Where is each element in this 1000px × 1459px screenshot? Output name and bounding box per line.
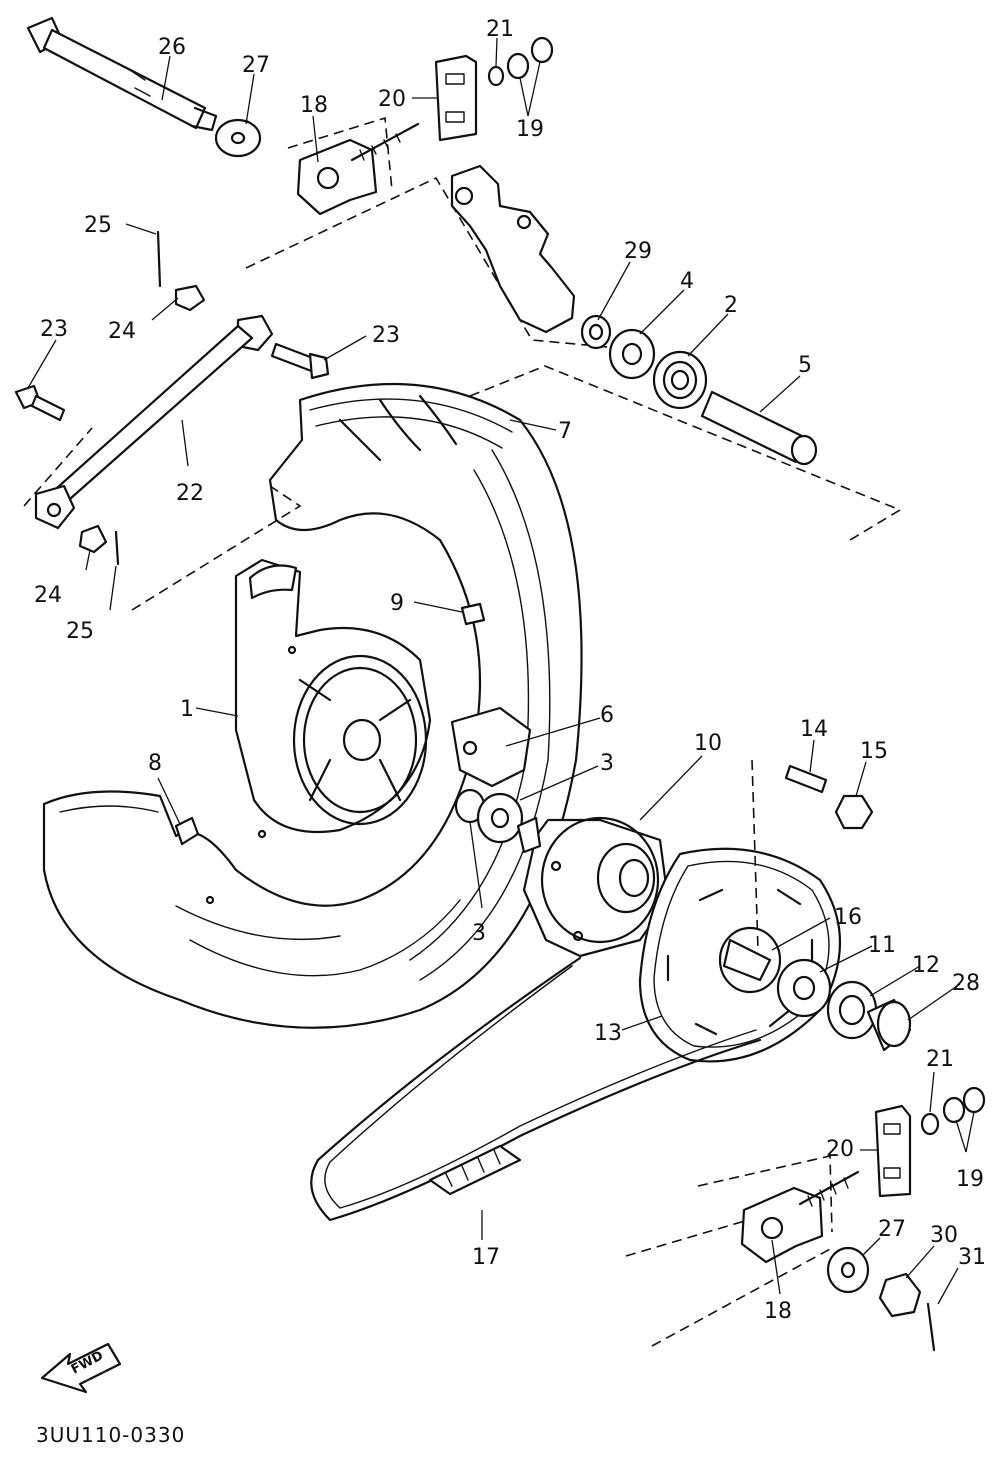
- callout-28: 28: [952, 971, 980, 996]
- axle-part: [26, 16, 218, 132]
- callout-3: 3: [600, 751, 614, 776]
- callout-14: 14: [800, 717, 828, 742]
- spacer-part-5: [700, 390, 818, 466]
- washer-part-27: [214, 118, 262, 158]
- callout-2: 2: [724, 293, 738, 318]
- wheel-hub: [205, 558, 432, 905]
- callout-25: 25: [84, 213, 112, 238]
- callout-6: 6: [600, 703, 614, 728]
- callout-4: 4: [680, 269, 694, 294]
- bearing-part-11: [776, 958, 832, 1018]
- callout-30: 30: [930, 1223, 958, 1248]
- balancer-part-9: [460, 602, 486, 626]
- callout-16: 16: [834, 905, 862, 930]
- callout-1: 1: [180, 697, 194, 722]
- leader-lines: [27, 37, 975, 1305]
- dash-line-spacer: [469, 365, 902, 541]
- callout-labels: 26 27 18 20 21 19 25 24 23 23 29 4 2 5 7…: [34, 17, 986, 1324]
- sprocket-part-13: [638, 847, 841, 1063]
- callout-27: 27: [242, 53, 270, 78]
- forward-arrow-icon: FWD: [40, 1342, 122, 1394]
- washer-part-27-lower: [826, 1246, 870, 1294]
- callout-23: 23: [40, 317, 68, 342]
- bearing-part-2: [652, 350, 708, 410]
- callout-17: 17: [472, 1245, 500, 1270]
- callout-18: 18: [300, 93, 328, 118]
- plate-part-20-lower: [874, 1104, 912, 1198]
- callout-8: 8: [148, 751, 162, 776]
- callout-20: 20: [826, 1137, 854, 1162]
- callout-31: 31: [958, 1245, 986, 1270]
- callout-9: 9: [390, 591, 404, 616]
- dash-line-bracket: [245, 176, 641, 351]
- stud-part-14: [784, 764, 828, 794]
- callout-12: 12: [912, 953, 940, 978]
- nut-washer-lower: [920, 1086, 986, 1136]
- chain-puller-lower: [625, 1155, 860, 1347]
- callout-24: 24: [108, 319, 136, 344]
- callout-5: 5: [798, 353, 812, 378]
- drive-chain-part-17: [310, 956, 762, 1222]
- callout-11: 11: [868, 933, 896, 958]
- callout-29: 29: [624, 239, 652, 264]
- collar-part-29: [580, 314, 612, 350]
- callout-3: 3: [472, 921, 486, 946]
- oil-seal-part-12: [826, 980, 878, 1040]
- callout-19: 19: [516, 117, 544, 142]
- cotter-pin-part-31: [926, 1302, 936, 1352]
- callout-15: 15: [860, 739, 888, 764]
- plate-part-20-upper: [434, 54, 478, 142]
- torque-rod-assembly: [14, 230, 330, 566]
- collar-part-6: [450, 706, 532, 788]
- callout-10: 10: [694, 731, 722, 756]
- collar-part-28: [866, 998, 912, 1052]
- nut-part-30: [878, 1272, 922, 1318]
- callout-22: 22: [176, 481, 204, 506]
- callout-21: 21: [486, 17, 514, 42]
- dash-line-rim: [131, 485, 302, 611]
- callout-27: 27: [878, 1217, 906, 1242]
- callout-26: 26: [158, 35, 186, 60]
- bearing-part-3: [454, 788, 524, 844]
- callout-7: 7: [558, 419, 572, 444]
- callout-18: 18: [764, 1299, 792, 1324]
- callout-21: 21: [926, 1047, 954, 1072]
- chain-puller-upper: [287, 116, 420, 216]
- callout-13: 13: [594, 1021, 622, 1046]
- callout-24: 24: [34, 583, 62, 608]
- callout-23: 23: [372, 323, 400, 348]
- nut-washer-upper: [487, 36, 554, 87]
- callout-25: 25: [66, 619, 94, 644]
- callout-20: 20: [378, 87, 406, 112]
- callout-19: 19: [956, 1167, 984, 1192]
- oil-seal-part-4: [608, 328, 656, 380]
- drawing-code: 3UU110-0330: [36, 1423, 185, 1447]
- caliper-bracket: [450, 164, 576, 334]
- valve-part-8: [174, 816, 200, 846]
- nut-part-15: [834, 794, 874, 830]
